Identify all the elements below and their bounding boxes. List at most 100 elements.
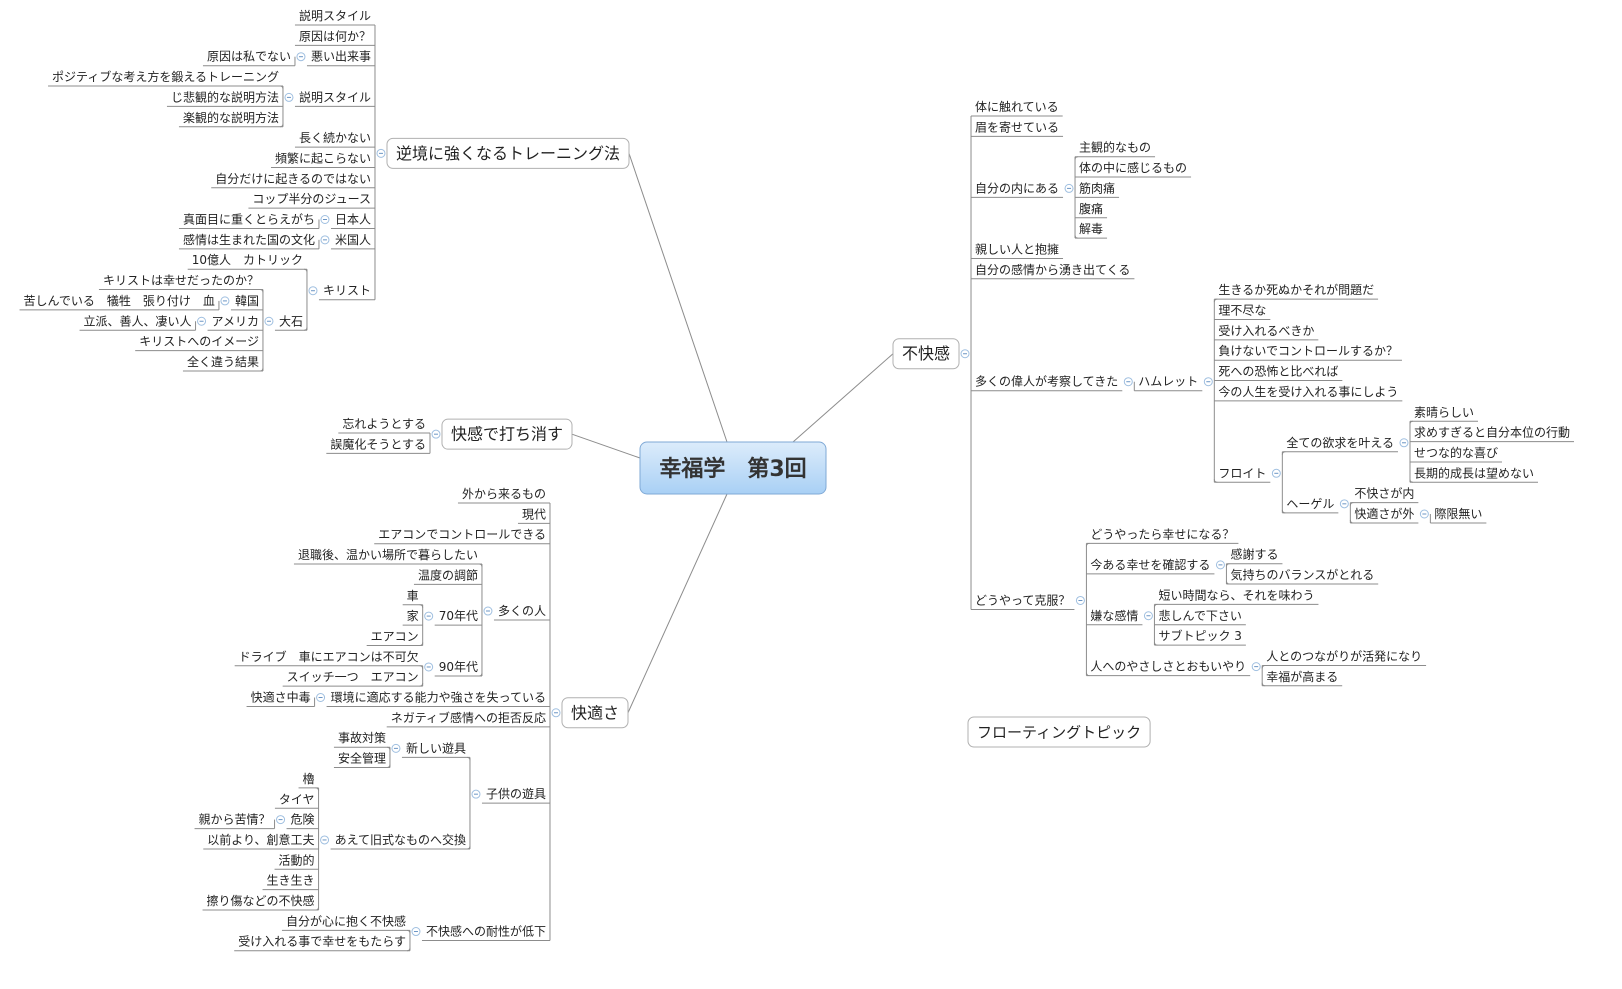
topic-b2-3-2[interactable]: 70年代 xyxy=(434,609,482,626)
topic-b3-3[interactable]: 親しい人と抱擁 xyxy=(971,241,1064,259)
topic-b0-3-0[interactable]: ポジティブな考え方を鍛えるトレーニング xyxy=(48,69,283,87)
topic-b3-6-1-1[interactable]: 気持ちのバランスがとれる xyxy=(1226,567,1379,585)
topic-b3-5-0-6-1[interactable]: ヘーゲル xyxy=(1282,497,1339,514)
topic-b0-10-1-2-0[interactable]: 立派、善人、凄い人 xyxy=(79,313,196,331)
topic-b0-9[interactable]: 米国人 xyxy=(330,233,375,250)
topic-b3-5-0-6-0-2[interactable]: せつな的な喜び xyxy=(1409,445,1502,463)
topic-b0-3[interactable]: 説明スタイル xyxy=(294,89,375,107)
collapse-icon-b2-6-1-2[interactable] xyxy=(276,815,286,825)
collapse-icon-b3-5-0-6-1-1[interactable] xyxy=(1419,509,1429,519)
topic-b2-3[interactable]: 多くの人 xyxy=(493,604,550,621)
topic-b3-5-0-6-1-0[interactable]: 不快さが内 xyxy=(1350,486,1419,504)
topic-b1-1[interactable]: 誤魔化そうとする xyxy=(326,436,430,454)
topic-b3-5-0-3[interactable]: 負けないでコントロールするか？ xyxy=(1214,344,1402,361)
topic-b3-6[interactable]: どうやって克服？ xyxy=(971,593,1075,610)
topic-b3-5-0-6-1-1[interactable]: 快適さが外 xyxy=(1350,506,1419,524)
topic-b2-4[interactable]: 環境に適応する能力や強さを失っている xyxy=(326,690,550,707)
topic-b3-0[interactable]: 体に触れている xyxy=(971,100,1063,117)
collapse-icon-b2-6[interactable] xyxy=(471,789,481,799)
topic-b3-5-0-5[interactable]: 今の人生を受け入れる事にしよう xyxy=(1214,384,1403,402)
collapse-icon-b0-2[interactable] xyxy=(296,52,306,62)
topic-b2-6-1-2[interactable]: 危険 xyxy=(286,813,319,830)
main-topic-b3[interactable]: 不快感 xyxy=(892,338,960,370)
collapse-icon-b0-3[interactable] xyxy=(284,92,294,102)
topic-b2-6-0[interactable]: 新しい遊具 xyxy=(401,740,470,758)
collapse-icon-b2-7[interactable] xyxy=(411,927,421,937)
topic-b3-5-0-2[interactable]: 受け入れるべきか xyxy=(1214,324,1319,341)
topic-b2-5[interactable]: ネガティブ感情への拒否反応 xyxy=(386,710,550,728)
topic-b2-6[interactable]: 子供の遊具 xyxy=(481,786,550,804)
collapse-icon-b3-6-2[interactable] xyxy=(1143,611,1153,621)
collapse-icon-b0-8[interactable] xyxy=(320,215,330,224)
topic-b0-10-1-3[interactable]: キリストへのイメージ xyxy=(135,335,263,352)
collapse-icon-b0-10-1-2[interactable] xyxy=(197,316,207,326)
topic-b1-0[interactable]: 忘れようとする xyxy=(338,416,430,434)
collapse-icon-b0-9[interactable] xyxy=(320,235,330,245)
collapse-icon-b2-3-3[interactable] xyxy=(424,662,434,672)
topic-b3-5-0[interactable]: ハムレット xyxy=(1134,375,1203,392)
topic-b3-6-2-2[interactable]: サブトピック 3 xyxy=(1154,628,1246,646)
collapse-icon-b3-5-0[interactable] xyxy=(1203,377,1213,387)
topic-b3-6-2-0[interactable]: 短い時間なら、それを味わう xyxy=(1154,588,1319,605)
topic-b3-6-1-0[interactable]: 感謝する xyxy=(1226,547,1283,565)
topic-b0-3-1[interactable]: じ悲観的な説明方法 xyxy=(166,89,283,107)
topic-b3-5-0-1[interactable]: 理不尽な xyxy=(1214,304,1271,320)
topic-b3-5-0-4[interactable]: 死への恐怖と比べれば xyxy=(1214,364,1343,382)
collapse-icon-b1[interactable] xyxy=(431,429,441,439)
topic-b0-10-1-0[interactable]: キリストは幸せだったのか？ xyxy=(98,274,263,291)
topic-b0-4[interactable]: 長く続かない xyxy=(294,131,375,148)
topic-b3-2[interactable]: 自分の内にある xyxy=(971,181,1064,198)
collapse-icon-b2-6-0[interactable] xyxy=(391,743,401,753)
collapse-icon-b2-4[interactable] xyxy=(316,693,326,702)
topic-b0-8[interactable]: 日本人 xyxy=(330,213,375,229)
topic-b2-4-0[interactable]: 快適さ中毒 xyxy=(246,690,315,707)
main-topic-b1[interactable]: 快感で打ち消す xyxy=(441,418,573,450)
topic-b2-7[interactable]: 不快感への耐性が低下 xyxy=(421,924,550,942)
collapse-icon-b3-5-0-6-1[interactable] xyxy=(1339,499,1349,509)
topic-b3-6-3[interactable]: 人へのやさしさとおもいやり xyxy=(1086,660,1251,677)
topic-b3-5-0-6-0[interactable]: 全ての欲求を叶える xyxy=(1282,435,1398,453)
topic-b0-2-0[interactable]: 原因は私でない xyxy=(202,50,295,67)
topic-b0-9-0[interactable]: 感情は生まれた国の文化 xyxy=(178,232,319,250)
collapse-icon-b3-5-0-6-0[interactable] xyxy=(1399,438,1409,448)
topic-b3-5-0-6[interactable]: フロイト xyxy=(1214,466,1271,483)
topic-b3-5-0-6-0-0[interactable]: 素晴らしい xyxy=(1409,405,1478,422)
topic-b2-3-3-0[interactable]: ドライブ 車にエアコンは不可欠 xyxy=(234,649,423,667)
main-topic-b2[interactable]: 快適さ xyxy=(561,697,629,729)
topic-b3-6-1[interactable]: 今ある幸せを確認する xyxy=(1086,557,1215,575)
topic-b3-6-2-1[interactable]: 悲しんで下さい xyxy=(1154,608,1246,626)
topic-b2-1[interactable]: 現代 xyxy=(517,507,550,524)
central-topic[interactable]: 幸福学 第3回 xyxy=(639,441,827,495)
topic-b2-7-1[interactable]: 受け入れる事で幸せをもたらす xyxy=(234,935,410,952)
topic-b3-2-3[interactable]: 腹痛 xyxy=(1075,201,1108,219)
topic-b2-3-2-0[interactable]: 車 xyxy=(402,589,423,606)
topic-b0-10-1[interactable]: 大石 xyxy=(274,314,307,331)
topic-b0-7[interactable]: コップ半分のジュース xyxy=(248,192,375,209)
collapse-icon-b0-10[interactable] xyxy=(308,286,318,296)
topic-b3-5-0-6-0-3[interactable]: 長期的成長は望めない xyxy=(1409,465,1538,483)
topic-b2-7-0[interactable]: 自分が心に抱く不快感 xyxy=(281,913,410,931)
collapse-icon-b0-10-1-1[interactable] xyxy=(220,296,230,306)
topic-b3-2-4[interactable]: 解毒 xyxy=(1075,222,1108,239)
topic-b0-10-1-4[interactable]: 全く違う結果 xyxy=(182,354,263,372)
topic-b2-0[interactable]: 外から来るもの xyxy=(457,487,550,504)
topic-b0-10-0[interactable]: 10億人 カトリック xyxy=(187,253,307,270)
topic-b3-6-3-1[interactable]: 幸福が高まる xyxy=(1262,669,1343,687)
topic-b2-3-2-1[interactable]: 家 xyxy=(402,608,423,626)
topic-b0-10-1-1[interactable]: 韓国 xyxy=(230,294,263,311)
topic-b0-5[interactable]: 頻繁に起こらない xyxy=(270,150,375,168)
topic-b2-6-1-3[interactable]: 以前より、創意工夫 xyxy=(203,832,319,850)
collapse-icon-b3-6-1[interactable] xyxy=(1215,560,1225,570)
topic-b2-3-1[interactable]: 温度の調節 xyxy=(413,567,482,585)
topic-b0-1[interactable]: 原因は何か？ xyxy=(294,29,375,46)
topic-b2-3-2-2[interactable]: エアコン xyxy=(366,629,423,646)
topic-b3-4[interactable]: 自分の感情から湧き出てくる xyxy=(971,262,1135,280)
collapse-icon-b2-6-1[interactable] xyxy=(320,835,330,845)
topic-b0-10[interactable]: キリスト xyxy=(318,284,375,301)
collapse-icon-b0[interactable] xyxy=(376,148,386,158)
main-topic-b0[interactable]: 逆境に強くなるトレーニング法 xyxy=(386,137,630,169)
topic-b0-2[interactable]: 悪い出来事 xyxy=(306,50,375,67)
topic-b2-2[interactable]: エアコンでコントロールできる xyxy=(374,528,550,545)
collapse-icon-b3-5[interactable] xyxy=(1123,377,1133,387)
topic-b2-3-0[interactable]: 退職後、温かい場所で暮らしたい xyxy=(293,548,482,565)
